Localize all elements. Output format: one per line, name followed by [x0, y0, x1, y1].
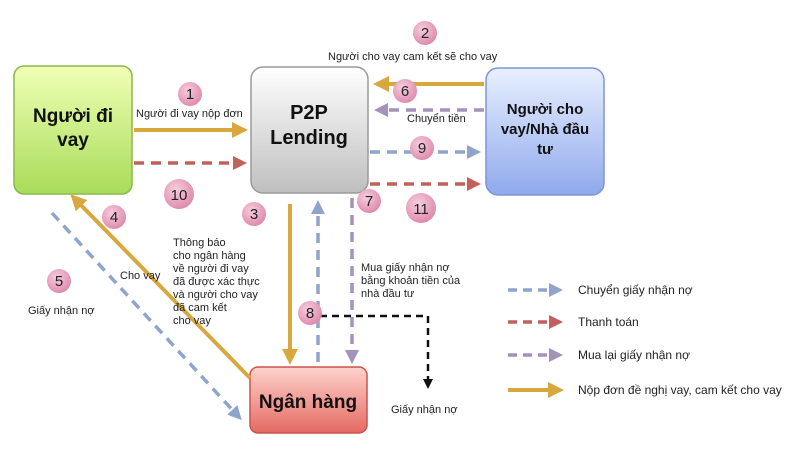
legend-label-buyback-note: Mua lại giấy nhận nợ	[578, 348, 690, 362]
bank-notice-line3: về người đi vay	[173, 263, 249, 275]
bank-notice-line7: cho vay	[173, 315, 211, 327]
step-number-8: 8	[306, 305, 314, 322]
step-badge-11: 11	[406, 193, 436, 223]
step-number-3: 3	[250, 206, 258, 223]
bank-notice-line4: đã được xác thực	[173, 276, 260, 288]
legend-item-apply-commit: Nộp đơn đề nghị vay, cam kết cho vay	[508, 382, 782, 398]
step-number-9: 9	[418, 140, 426, 157]
bank-title: Ngân hàng	[259, 392, 357, 413]
legend-label-transfer-note: Chuyển giấy nhận nợ	[578, 283, 693, 297]
bank-notice-line1: Thông báo	[173, 237, 226, 249]
step-number-2: 2	[421, 25, 429, 42]
step-number-10: 10	[171, 187, 188, 204]
label-transfer-money: Chuyển tiền	[407, 113, 466, 125]
node-p2p-lending: P2P Lending	[250, 66, 369, 194]
step-badge-4: 4	[102, 205, 126, 229]
label-lender-commit: Người cho vay cam kết sẽ cho vay	[328, 51, 498, 63]
bank-notice-line2: cho ngân hàng	[173, 250, 246, 262]
lender-title-line1: Người cho	[507, 101, 584, 118]
node-borrower: Người đi vay	[13, 65, 133, 195]
step-badge-8: 8	[298, 301, 322, 325]
legend-item-payment: Thanh toán	[508, 315, 639, 329]
arrow-borrower-note-bank	[50, 211, 242, 421]
label-lend: Cho vay	[120, 270, 161, 282]
step-badge-5: 5	[47, 269, 71, 293]
lender-title-line3: tư	[537, 141, 553, 158]
step-number-1: 1	[186, 86, 194, 103]
legend-label-payment: Thanh toán	[578, 315, 639, 329]
bank-notice-line5: và người cho vay	[173, 289, 258, 301]
label-promissory-note-left: Giấy nhận nợ	[28, 305, 95, 317]
step-badge-6: 6	[393, 79, 417, 103]
step-badge-1: 1	[178, 82, 202, 106]
legend-item-transfer-note: Chuyển giấy nhận nợ	[508, 283, 693, 297]
platform-title-line1: P2P	[290, 102, 328, 124]
buy-notes-line3: nhà đầu tư	[361, 288, 415, 300]
legend-item-buyback-note: Mua lại giấy nhận nợ	[508, 348, 690, 362]
borrower-title-line2: vay	[57, 130, 89, 151]
buy-notes-line2: bằng khoản tiền của	[361, 274, 461, 287]
label-buy-notes: Mua giấy nhận nợ bằng khoản tiền của nhà…	[361, 262, 461, 300]
step-number-4: 4	[110, 209, 118, 226]
legend-label-apply-commit: Nộp đơn đề nghị vay, cam kết cho vay	[578, 383, 782, 397]
step-number-5: 5	[55, 273, 63, 290]
platform-title-line2: Lending	[270, 127, 348, 149]
bank-notice-line6: đã cam kết	[173, 302, 227, 314]
step-number-6: 6	[401, 83, 409, 100]
label-bank-notice: Thông báo cho ngân hàng về người đi vay …	[173, 237, 260, 327]
legend: Chuyển giấy nhận nợ Thanh toán Mua lại g…	[508, 283, 782, 398]
node-lender: Người cho vay/Nhà đầu tư	[485, 67, 605, 196]
step-badge-10: 10	[164, 179, 194, 209]
label-promissory-note-bottom: Giấy nhận nợ	[391, 404, 458, 416]
arrow-bank-lend-borrower	[70, 194, 252, 380]
label-borrower-apply: Người đi vay nộp đơn	[136, 108, 243, 120]
step-badge-7: 7	[357, 189, 381, 213]
arrow-note-out	[320, 314, 433, 389]
borrower-title-line1: Người đi	[33, 106, 113, 127]
node-bank: Ngân hàng	[249, 366, 368, 434]
step-number-7: 7	[365, 193, 373, 210]
step-badge-9: 9	[410, 136, 434, 160]
lender-title-line2: vay/Nhà đầu	[501, 121, 589, 138]
step-badge-2: 2	[413, 21, 437, 45]
buy-notes-line1: Mua giấy nhận nợ	[361, 262, 450, 274]
step-number-11: 11	[413, 201, 429, 218]
step-badge-3: 3	[242, 202, 266, 226]
